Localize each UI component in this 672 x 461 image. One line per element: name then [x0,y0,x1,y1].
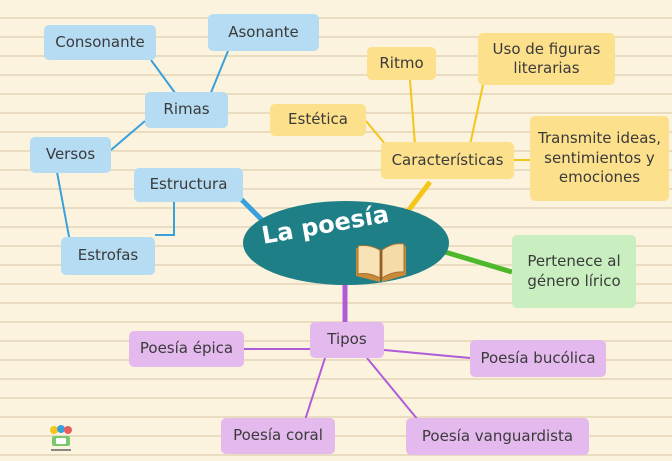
connector-tipos-vanguardista [366,357,419,421]
node-versos: Versos [30,137,111,173]
connector-estructura-estrofas [155,198,175,236]
connector-rimas-asonante [209,50,229,96]
central-node [243,201,449,285]
node-genero-line2: género lírico [527,271,621,290]
open-book-icon [356,243,406,282]
node-genero-line1: Pertenece al [527,252,621,270]
node-estetica: Estética [270,104,366,136]
node-figuras: Uso de figuras literarias [478,33,615,85]
node-asonante: Asonante [208,14,319,51]
node-transmite: Transmite ideas, sentimientos y emocione… [530,116,669,201]
brand-logo-icon [50,425,72,451]
node-estructura: Estructura [134,168,243,202]
node-bucolica: Poesía bucólica [470,340,606,377]
connector-tipos-coral [304,357,326,421]
node-figuras-line1: Uso de figuras [492,39,601,58]
connector-caracteristicas-ritmo [409,79,416,146]
connector-estrofas-versos [56,171,71,243]
node-figuras-line2: literarias [513,59,580,77]
node-epica: Poesía épica [129,331,244,367]
node-estrofas: Estrofas [61,237,155,275]
node-transmite-line1: Transmite ideas, [538,129,661,148]
node-ritmo: Ritmo [367,47,436,80]
node-consonante: Consonante [44,25,156,60]
node-transmite-line3: emociones [558,168,641,187]
node-genero: Pertenece al género lírico [512,235,636,308]
node-caracteristicas: Características [381,142,514,179]
connector-center-genero [444,249,513,275]
node-rimas: Rimas [145,92,228,128]
connector-caracteristicas-figuras [469,84,484,146]
connector-tipos-bucolica [383,349,471,359]
connector-rimas-consonante [150,59,179,98]
node-transmite-line2: sentimientos y [544,148,655,167]
node-vanguardista: Poesía vanguardista [406,418,589,455]
node-coral: Poesía coral [221,418,335,454]
connector-versos-rimas [110,120,146,151]
node-tipos: Tipos [310,322,384,358]
